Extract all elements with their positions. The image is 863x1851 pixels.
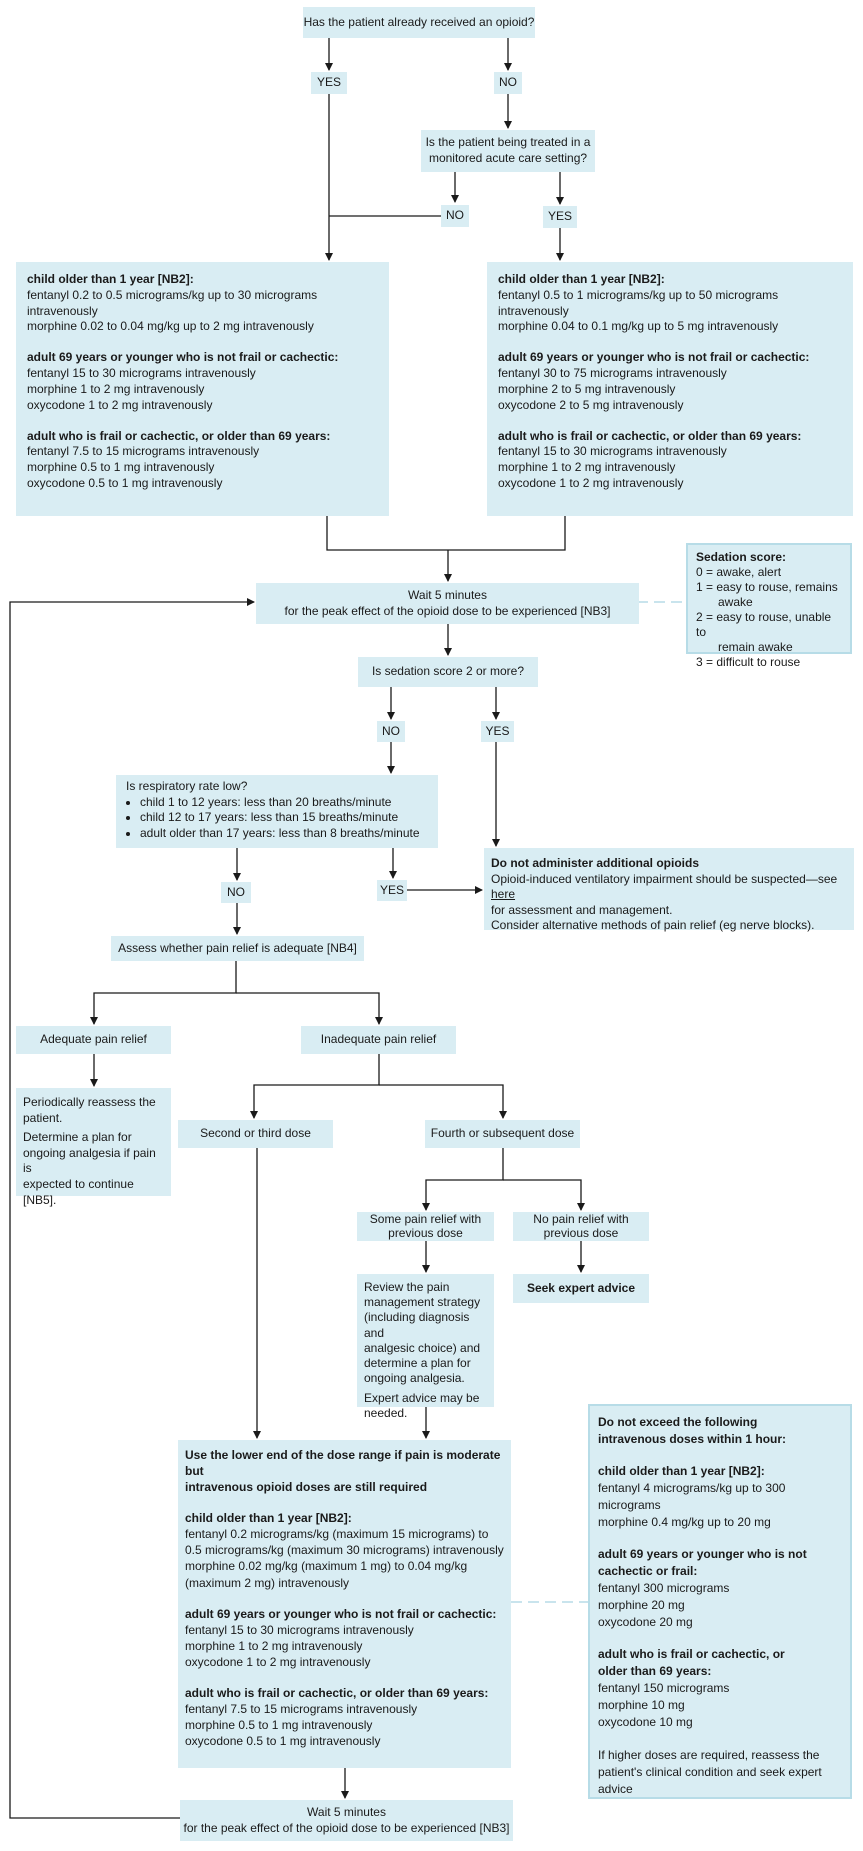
second-or-third-dose: Second or third dose: [178, 1120, 333, 1148]
seek-expert-advice: Seek expert advice: [513, 1274, 649, 1303]
review-strategy-box: Review the pain management strategy (inc…: [357, 1274, 494, 1420]
label-no-monitored: NO: [441, 205, 469, 227]
respiratory-rate-thresholds: child 1 to 12 years: less than 20 breath…: [126, 795, 428, 842]
sedation-score-legend: Sedation score: 0 = awake, alert 1 = eas…: [686, 543, 852, 669]
some-pain-relief: Some pain relief with previous dose: [357, 1212, 494, 1241]
question-respiratory-rate: Is respiratory rate low? child 1 to 12 y…: [116, 775, 438, 848]
dose-box-monitored: child older than 1 year [NB2]: fentanyl …: [487, 262, 853, 516]
label-yes-monitored: YES: [543, 206, 577, 228]
max-doses-box: Do not exceed the following intravenous …: [588, 1404, 852, 1799]
label-no-sedation: NO: [377, 721, 405, 742]
label-yes-sedation: YES: [481, 721, 514, 742]
wait-5-minutes-top: Wait 5 minutes for the peak effect of th…: [256, 583, 639, 624]
question-received-opioid-text: Has the patient already received an opio…: [303, 14, 535, 29]
assess-pain-relief: Assess whether pain relief is adequate […: [111, 936, 364, 961]
question-monitored-setting: Is the patient being treated in a monito…: [421, 130, 595, 172]
label-no-received: NO: [494, 72, 522, 94]
do-not-administer-box: Do not administer additional opioids Opi…: [484, 848, 854, 932]
no-pain-relief: No pain relief with previous dose: [513, 1212, 649, 1241]
fourth-or-subsequent-dose: Fourth or subsequent dose: [425, 1120, 580, 1148]
lower-dose-box: Use the lower end of the dose range if p…: [178, 1440, 511, 1768]
question-sedation: Is sedation score 2 or more?: [358, 657, 538, 687]
inadequate-pain-relief: Inadequate pain relief: [301, 1026, 456, 1054]
periodic-reassess-box: Periodically reassess the patient. Deter…: [16, 1088, 171, 1207]
question-received-opioid: Has the patient already received an opio…: [303, 7, 535, 38]
dose-box-standard: child older than 1 year [NB2]: fentanyl …: [16, 262, 389, 516]
label-no-resp: NO: [221, 882, 251, 903]
label-yes-resp: YES: [377, 880, 407, 901]
wait-5-minutes-bottom: Wait 5 minutes for the peak effect of th…: [180, 1800, 513, 1841]
label-yes-received: YES: [311, 72, 347, 94]
assessment-link[interactable]: here: [491, 887, 516, 902]
adequate-pain-relief: Adequate pain relief: [16, 1026, 171, 1054]
